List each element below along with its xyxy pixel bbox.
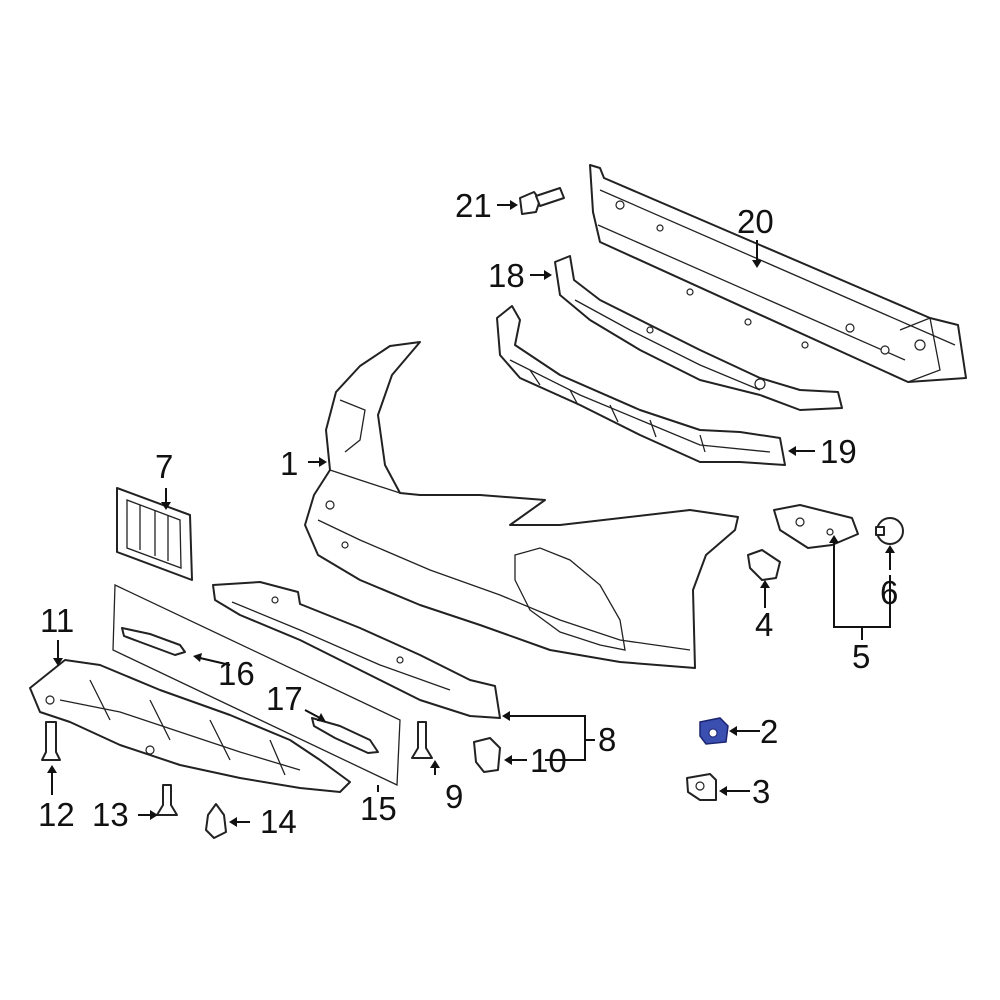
callout-10[interactable]: 10 [530, 742, 567, 779]
part-8-lower-deflector[interactable] [212, 581, 501, 719]
callout-1[interactable]: 1 [280, 445, 298, 482]
callout-11[interactable]: 11 [40, 602, 74, 639]
part-2-nut[interactable] [699, 717, 729, 745]
part-11-lower-shield[interactable] [29, 659, 351, 793]
callout-9[interactable]: 9 [445, 778, 463, 815]
part-4-clip[interactable] [747, 549, 781, 581]
callout-16[interactable]: 16 [218, 655, 255, 692]
callout-6[interactable]: 6 [880, 574, 898, 611]
part-12-bolt[interactable] [41, 721, 61, 761]
part-20-reinforcement-beam[interactable] [589, 164, 967, 383]
callout-13[interactable]: 13 [92, 796, 129, 833]
callout-4[interactable]: 4 [755, 606, 773, 643]
callout-2[interactable]: 2 [760, 713, 778, 750]
part-9-bolt[interactable] [411, 721, 433, 759]
part-6-push-pin[interactable] [875, 517, 904, 545]
callout-7[interactable]: 7 [155, 448, 173, 485]
callout-5[interactable]: 5 [852, 638, 870, 675]
part-5-side-bracket[interactable] [773, 504, 859, 549]
part-13-screw[interactable] [156, 784, 178, 816]
part-15-outline-box [112, 583, 401, 787]
callout-14[interactable]: 14 [260, 803, 297, 840]
callout-17[interactable]: 17 [266, 680, 303, 717]
callout-labels: 1 2 3 4 5 6 7 8 9 10 11 12 13 14 15 16 1… [38, 187, 898, 840]
part-7-license-bracket[interactable] [116, 487, 193, 581]
part-19-lower-absorber[interactable] [496, 305, 786, 466]
part-16-bracket[interactable] [121, 627, 186, 656]
part-10-retainer[interactable] [473, 737, 501, 773]
leader-lines [47, 200, 895, 827]
part-14-clip[interactable] [205, 803, 227, 839]
callout-18[interactable]: 18 [488, 257, 525, 294]
part-17-bracket[interactable] [311, 717, 379, 754]
callout-3[interactable]: 3 [752, 773, 770, 810]
part-21-bolt[interactable] [519, 187, 565, 215]
callout-20[interactable]: 20 [737, 203, 774, 240]
callout-8[interactable]: 8 [598, 721, 616, 758]
part-18-upper-absorber[interactable] [554, 255, 843, 411]
callout-15[interactable]: 15 [360, 790, 397, 827]
part-3-bracket[interactable] [686, 773, 717, 801]
callout-12[interactable]: 12 [38, 796, 75, 833]
callout-21[interactable]: 21 [455, 187, 492, 224]
callout-19[interactable]: 19 [820, 433, 857, 470]
part-1-bumper-cover[interactable] [304, 341, 739, 669]
